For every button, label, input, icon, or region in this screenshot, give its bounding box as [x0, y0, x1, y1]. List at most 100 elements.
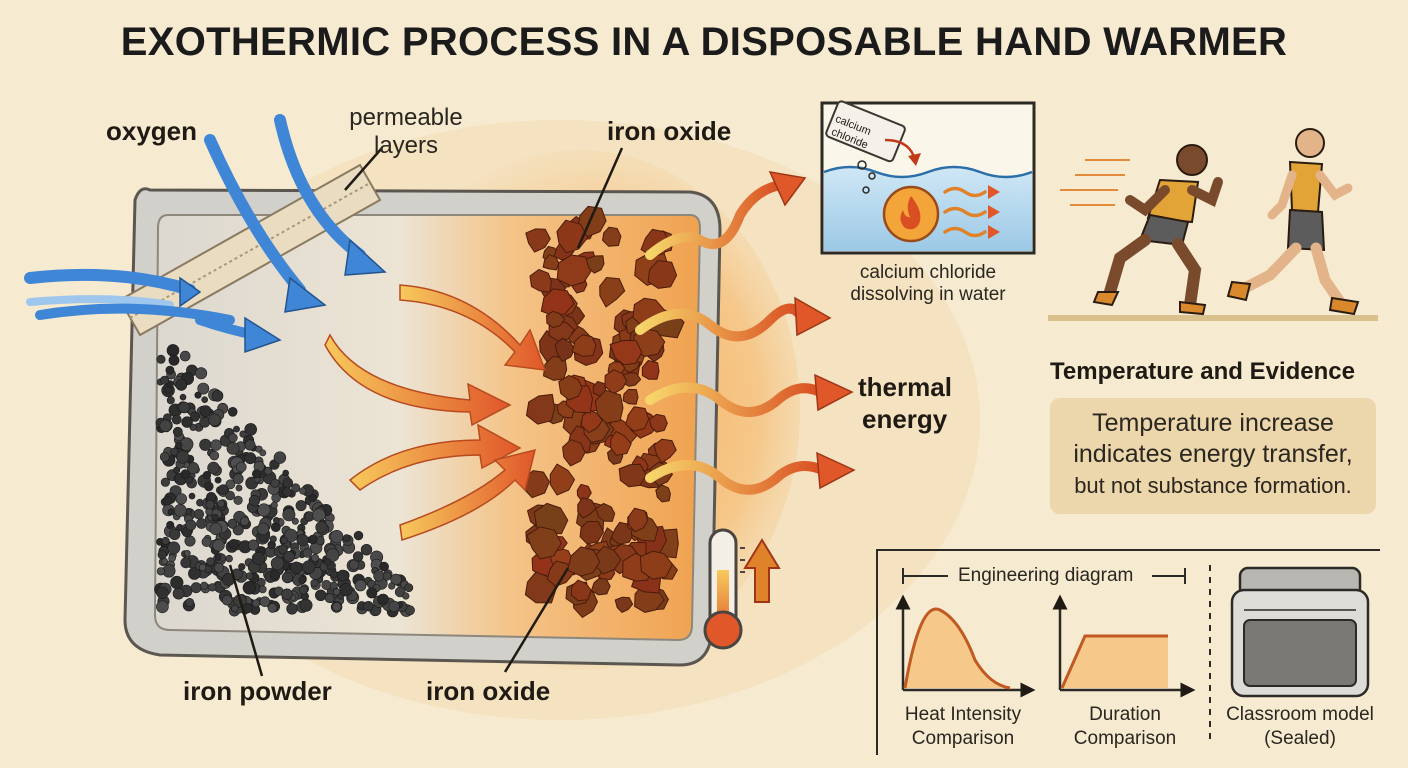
oxygen-arrows — [24, 114, 366, 340]
iron-oxide-bottom-label: iron oxide — [426, 676, 551, 706]
iron-powder-grain — [214, 562, 225, 573]
iron-powder-grain — [242, 581, 257, 595]
iron-oxide-clump — [579, 521, 604, 545]
permeable-layers-label-line1: permeable — [349, 104, 463, 131]
iron-oxide-clump — [540, 288, 575, 317]
iron-powder-grain — [217, 499, 225, 508]
iron-powder-grain — [247, 539, 260, 551]
iron-powder-grain — [286, 603, 298, 615]
iron-oxide-clump — [639, 550, 673, 580]
iron-powder-grain — [282, 487, 293, 497]
iron-powder-grain — [270, 522, 281, 532]
iron-powder-grain — [185, 519, 197, 531]
chart1-caption-line2: Comparison — [911, 728, 1015, 749]
iron-oxide-clump — [641, 360, 660, 380]
iron-powder-grain — [379, 561, 389, 572]
iron-powder-label: iron powder — [183, 676, 332, 706]
iron-powder-grain — [221, 594, 233, 606]
iron-powder-grain — [212, 539, 225, 552]
runners-illustration — [1048, 128, 1378, 321]
iron-powder-grain — [217, 484, 229, 496]
iron-powder-grain — [175, 378, 188, 391]
iron-powder-grain — [179, 350, 191, 362]
iron-powder-grain — [256, 522, 270, 536]
iron-powder-grain — [295, 500, 307, 512]
iron-powder-grain — [232, 473, 244, 485]
iron-powder-grain — [184, 549, 191, 557]
iron-powder-grain — [259, 596, 271, 608]
iron-powder-grain — [267, 603, 278, 613]
iron-oxide-clump — [610, 430, 632, 456]
iron-oxide-clump — [604, 369, 628, 395]
iron-oxide-clump — [609, 339, 643, 366]
iron-powder-grain — [168, 554, 176, 563]
iron-powder-grain — [185, 598, 195, 607]
iron-powder-grain — [204, 481, 214, 492]
model-caption-line1: Classroom model — [1226, 704, 1374, 725]
iron-powder-grain — [336, 569, 349, 582]
iron-powder-grain — [309, 494, 317, 502]
iron-powder-grain — [282, 508, 296, 522]
iron-powder-grain — [282, 477, 294, 489]
iron-oxide-clump — [649, 413, 668, 433]
iron-oxide-clump — [622, 388, 639, 405]
iron-oxide-clump — [602, 226, 622, 247]
iron-powder-grain — [209, 450, 220, 461]
iron-powder-grain — [315, 521, 328, 534]
iron-powder-grain — [272, 516, 280, 524]
evidence-line2: indicates energy transfer, — [1073, 440, 1353, 468]
iron-powder-grain — [377, 593, 389, 606]
iron-powder-grain — [299, 585, 308, 595]
iron-powder-grain — [166, 396, 175, 405]
iron-powder-grain — [231, 604, 239, 613]
label-leaders — [228, 147, 624, 677]
iron-oxide-clump — [554, 337, 576, 362]
iron-powder-grain — [360, 543, 373, 556]
iron-powder-grain — [199, 438, 212, 451]
iron-powder-grain — [352, 551, 364, 562]
iron-powder-grain — [156, 586, 169, 599]
iron-powder-grain — [179, 393, 187, 401]
iron-powder-grain — [167, 508, 175, 516]
iron-powder-grain — [159, 451, 170, 462]
iron-powder-grain — [195, 367, 208, 380]
iron-powder-grain — [324, 593, 335, 604]
iron-oxide-clump — [546, 560, 575, 587]
iron-oxide-clump — [628, 507, 649, 533]
iron-powder-grain — [170, 575, 184, 590]
iron-powder-grain — [404, 583, 414, 593]
iron-powder-grain — [171, 414, 182, 425]
iron-powder-grain — [332, 602, 342, 612]
evidence-box — [1050, 398, 1376, 514]
iron-powder-grain — [188, 492, 196, 500]
oxygen-label: oxygen — [106, 116, 198, 146]
iron-powder-grain — [308, 534, 318, 545]
iron-powder-grain — [252, 469, 262, 479]
iron-powder-grain — [193, 509, 205, 520]
iron-powder-grain — [363, 600, 374, 612]
iron-powder-grain — [201, 396, 208, 404]
chart2-caption-line1: Duration — [1089, 704, 1161, 725]
iron-powder-grain — [239, 430, 247, 438]
iron-powder-grain — [302, 560, 316, 574]
iron-powder-grain — [168, 354, 180, 366]
evidence-text: Temperature increase indicates energy tr… — [1050, 408, 1376, 501]
iron-powder-grain — [244, 452, 257, 465]
iron-powder-grain — [225, 490, 235, 501]
iron-powder-grain — [236, 461, 247, 473]
iron-powder-grain — [208, 583, 217, 592]
iron-powder-grain — [330, 529, 344, 544]
sealed-jar-icon — [1230, 566, 1370, 698]
iron-oxide-clump — [590, 578, 611, 596]
iron-powder-grain — [257, 503, 271, 517]
calcium-chloride-inset — [820, 100, 1036, 255]
iron-powder-grain — [259, 449, 267, 457]
evidence-line3: but not substance formation. — [1074, 473, 1352, 498]
iron-powder-grain — [284, 528, 298, 543]
iron-powder-grain — [210, 439, 222, 451]
iron-powder-grain — [333, 588, 341, 596]
iron-powder-grain — [342, 534, 351, 543]
iron-powder-grain — [258, 585, 267, 594]
iron-powder-grain — [291, 517, 299, 525]
